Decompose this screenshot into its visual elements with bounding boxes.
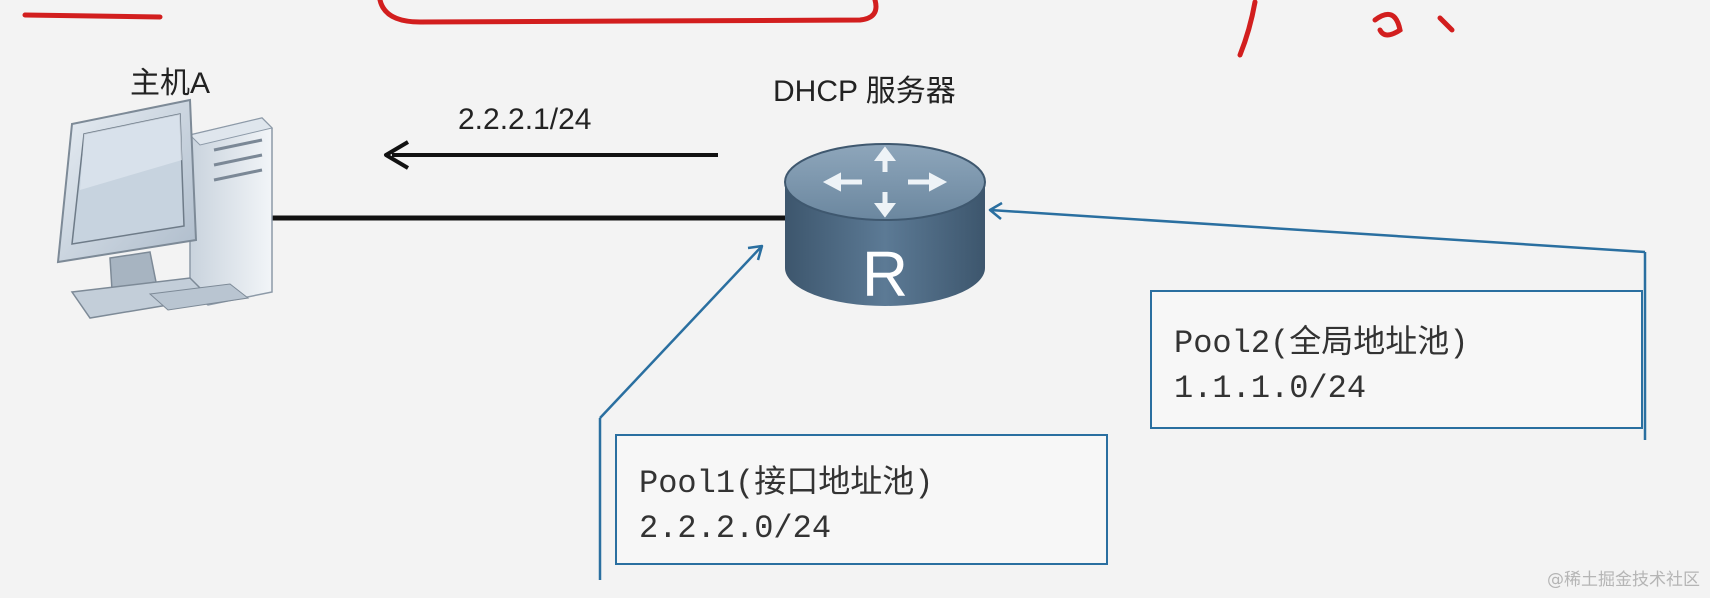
pool1-arrow	[598, 244, 764, 580]
pool2-box: Pool2(全局地址池) 1.1.1.0/24	[1150, 290, 1643, 429]
handwritten-annotations	[22, 0, 1455, 58]
host-computer-icon	[56, 98, 273, 319]
pool2-arrow	[988, 201, 1647, 440]
address-assignment-arrow	[384, 140, 718, 170]
watermark: @稀土掘金技术社区	[1547, 570, 1700, 590]
assigned-address-label: 2.2.2.1/24	[458, 103, 592, 136]
host-label: 主机A	[130, 67, 211, 100]
pool1-subnet: 2.2.2.0/24	[639, 510, 832, 547]
dhcp-server-label: DHCP 服务器	[773, 75, 956, 108]
pool2-subnet: 1.1.1.0/24	[1174, 370, 1367, 407]
router-letter: R	[862, 238, 908, 310]
pool1-name: Pool1(接口地址池)	[639, 465, 934, 502]
router-icon: R	[784, 143, 986, 310]
pool1-box: Pool1(接口地址池) 2.2.2.0/24	[615, 434, 1108, 565]
pool2-name: Pool2(全局地址池)	[1174, 325, 1469, 362]
